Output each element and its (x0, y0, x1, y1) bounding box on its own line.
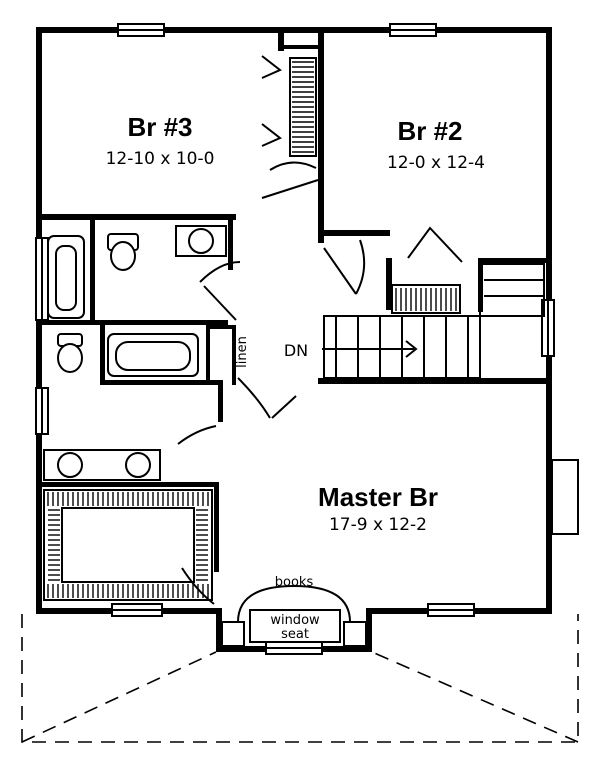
doors (177, 55, 463, 605)
window-seat-label-2: seat (281, 627, 309, 642)
window-seat-label-1: window (270, 613, 320, 628)
master-br-dimensions: 17-9 x 12-2 (329, 515, 427, 535)
br2-closet-hatch (395, 288, 457, 311)
bath-fixtures (43, 225, 227, 481)
stairs-down-label: DN (284, 341, 308, 360)
stairs (322, 263, 545, 379)
master-closet-hatch-right (196, 509, 208, 581)
br2-dimensions: 12-0 x 12-4 (387, 153, 485, 173)
porch-roof-outline (21, 614, 579, 743)
interior-walls (36, 27, 552, 572)
window-seat (221, 584, 367, 647)
br2-name: Br #2 (397, 116, 462, 146)
br3-dimensions: 12-10 x 10-0 (106, 149, 215, 169)
books-label: books (275, 575, 314, 590)
master-br-name: Master Br (318, 482, 438, 512)
br3-name: Br #3 (127, 112, 192, 142)
closet-hatching (43, 57, 461, 601)
linen-closet-label: linen (235, 336, 250, 368)
br3-closet-hatch (292, 61, 314, 153)
master-closet-hatch-top (47, 492, 209, 506)
master-closet-hatch-left (48, 509, 60, 581)
master-closet-hatch-bottom (47, 584, 209, 598)
